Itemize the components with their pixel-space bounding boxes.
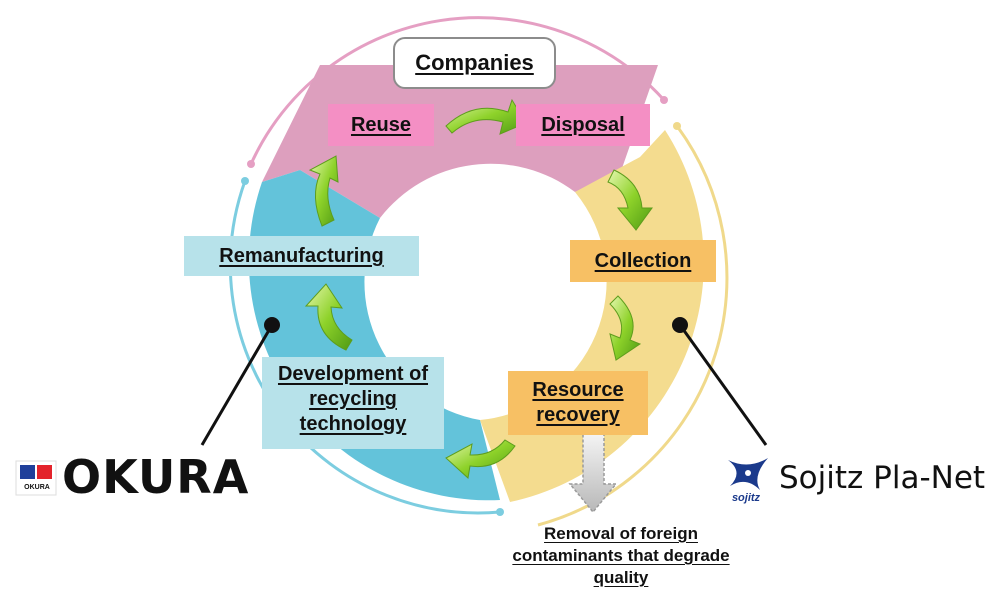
contaminant-removal-arrow (568, 433, 618, 514)
collection-label: Collection (570, 240, 716, 282)
sojitz-emblem (728, 458, 768, 490)
remanufacturing-label: Remanufacturing (184, 236, 419, 276)
ring-dot (247, 160, 255, 168)
ring-dot (241, 177, 249, 185)
okura-emblem-text: OKURA (24, 484, 50, 491)
okura-pointer-dot (264, 317, 280, 333)
ring-dot (660, 96, 668, 104)
arrow-disposal-to-collection (607, 169, 653, 231)
companies-box: Companies (393, 37, 556, 89)
ring-dot (496, 508, 504, 516)
pink-segment (262, 65, 658, 218)
disposal-label: Disposal (516, 104, 650, 146)
arrow-remanufacturing-to-reuse (308, 155, 339, 227)
sojitz-pointer-dot (672, 317, 688, 333)
ring-dot (673, 122, 681, 130)
okura-logo: OKURA (62, 450, 250, 504)
removal-note: Removal of foreign contaminants that deg… (512, 524, 730, 587)
pink-outer-ring (249, 16, 666, 165)
sojitz-pointer-line (678, 324, 768, 446)
reuse-label: Reuse (328, 104, 434, 146)
sojitz-logo: Sojitz Pla-Net (779, 460, 986, 496)
okura-emblem (15, 460, 57, 496)
okura-pointer-line (200, 324, 274, 446)
sojitz-emblem-text: sojitz (731, 492, 761, 504)
resource-recovery-label: Resource recovery (508, 371, 648, 435)
arrow-development-to-remanufacturing (304, 283, 353, 351)
arrow-collection-to-resource (609, 295, 642, 361)
development-label: Development of recycling technology (262, 357, 444, 449)
arrow-resource-to-development (445, 439, 516, 479)
